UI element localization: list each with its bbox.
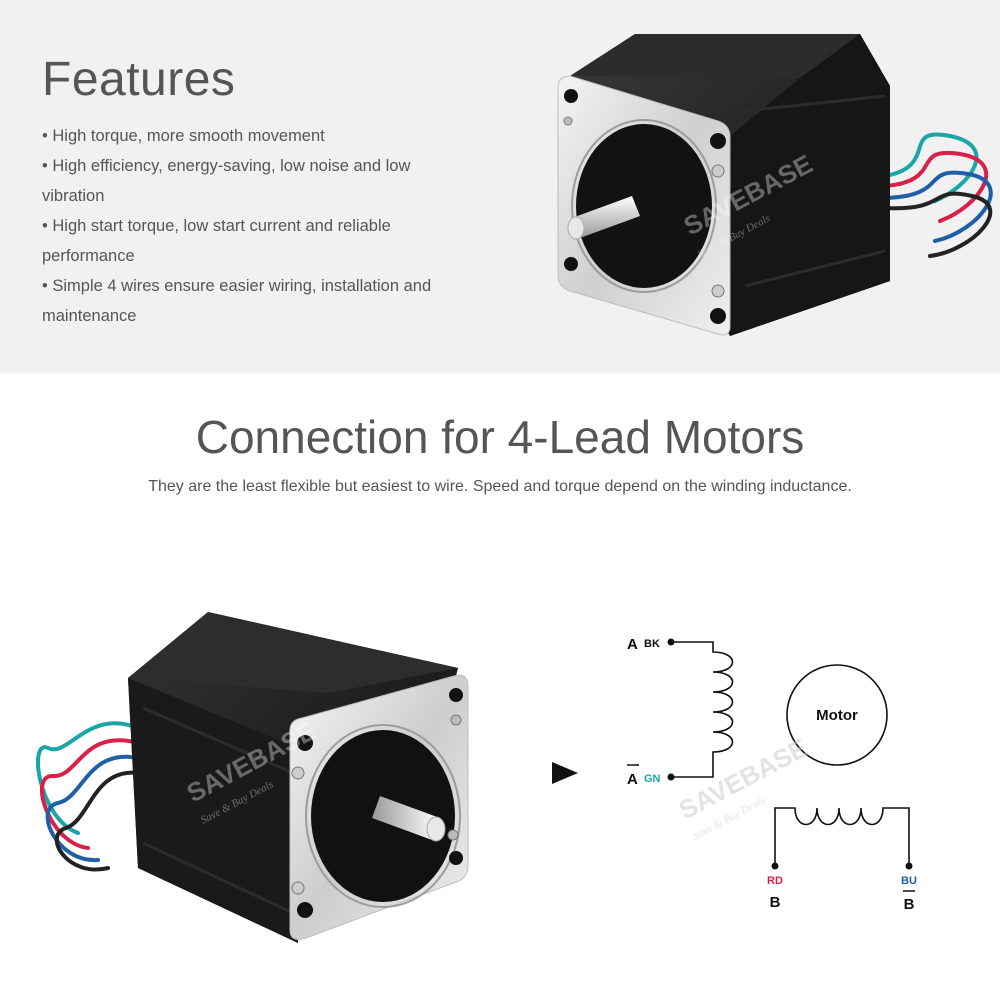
features-title: Features [42, 53, 236, 106]
wiring-diagram: A BK A GN Motor RD B BU B SAVEBASE Save … [627, 636, 917, 913]
motor-wires [883, 132, 993, 258]
play-arrow-icon [552, 762, 578, 784]
terminal-b-dot [771, 862, 779, 870]
wire-bu-label: BU [901, 875, 917, 887]
features-list: High torque, more smooth movement High e… [42, 121, 432, 331]
feature-item: Simple 4 wires ensure easier wiring, ins… [42, 271, 432, 331]
connection-title: Connection for 4-Lead Motors [195, 411, 805, 463]
coil-a [671, 641, 734, 778]
feature-item: High start torque, low start current and… [42, 211, 432, 271]
feature-item: High efficiency, energy-saving, low nois… [42, 151, 432, 211]
wire-rd-label: RD [767, 875, 783, 887]
terminal-a-bar-label: A [627, 771, 638, 788]
motor-circle [786, 664, 888, 766]
terminal-b-bar-dot [905, 862, 913, 870]
motor-label: Motor [816, 707, 858, 724]
stepper-motor-photo-bottom: SAVEBASE Save & Buy Deals [36, 612, 469, 943]
wire-bk-label: BK [644, 638, 660, 650]
feature-item: High torque, more smooth movement [42, 121, 432, 151]
terminal-b-bar-label: B [904, 896, 915, 913]
coil-b [774, 807, 910, 865]
terminal-b-label: B [770, 894, 781, 911]
stepper-motor-photo-top: SAVEBASE Save & Buy Deals [557, 34, 993, 336]
terminal-a-label: A [627, 636, 638, 653]
connection-subtitle: They are the least flexible but easiest … [148, 478, 852, 495]
wire-gn-label: GN [644, 773, 661, 785]
motor-wires [36, 721, 140, 872]
